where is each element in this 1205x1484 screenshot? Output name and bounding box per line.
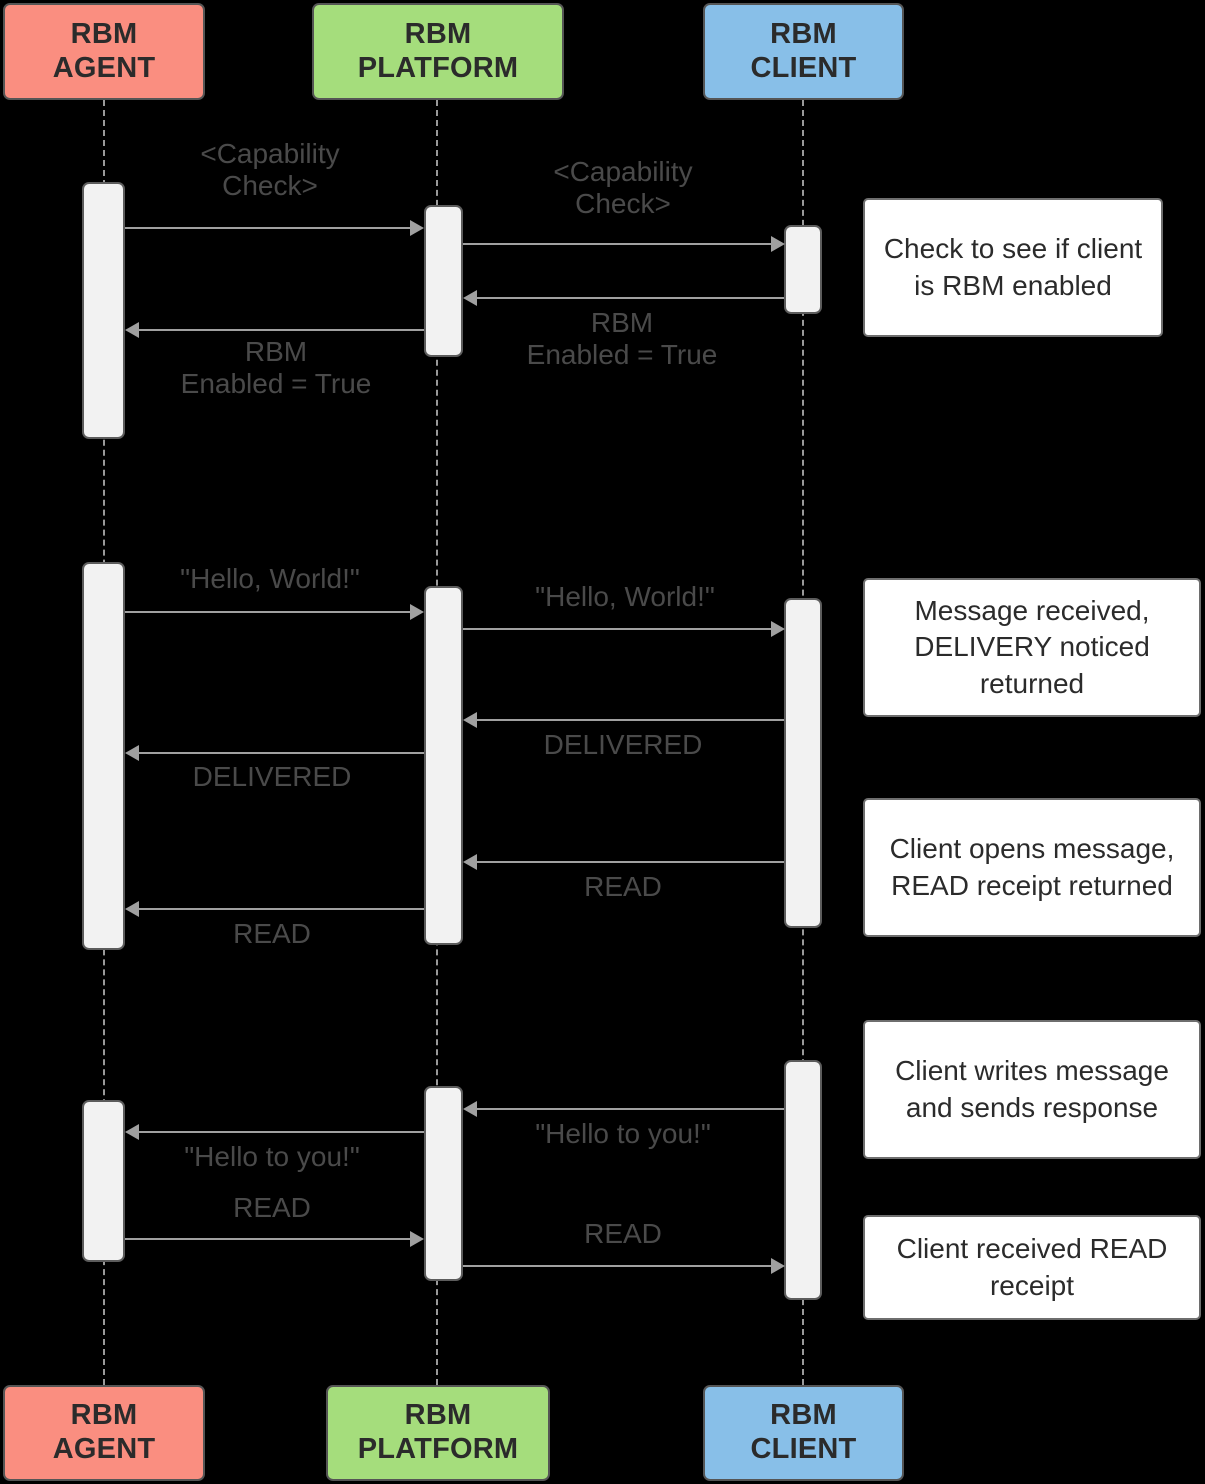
message-label-m6: "Hello, World!": [535, 581, 715, 612]
message-arrowhead-m5: [410, 604, 424, 620]
activation-client-1: [784, 225, 822, 314]
note-client-opens-message-read: Client opens message, READ receipt retur…: [863, 798, 1201, 937]
message-label-m8: DELIVERED: [192, 761, 352, 792]
message-line-m6: [463, 628, 773, 630]
actor-footer-agent-line2: AGENT: [52, 1433, 156, 1465]
activation-platform-3: [424, 1086, 463, 1281]
actor-header-agent-line1: RBM: [70, 17, 138, 50]
message-arrowhead-m13: [410, 1231, 424, 1247]
actor-header-client-line1: RBM: [770, 17, 837, 50]
message-label-m1: <Capability Check>: [200, 138, 340, 202]
actor-header-agent-line2: AGENT: [52, 51, 156, 84]
message-arrowhead-m2: [771, 236, 785, 252]
note-client-writes-message: Client writes message and sends response: [863, 1020, 1201, 1159]
message-arrowhead-m12: [125, 1124, 139, 1140]
actor-header-platform[interactable]: RBM PLATFORM: [312, 3, 564, 100]
message-line-m11: [477, 1108, 784, 1110]
message-label-m11: "Hello to you!": [535, 1118, 711, 1149]
message-label-m7: DELIVERED: [543, 729, 703, 760]
message-arrowhead-m7: [463, 712, 477, 728]
actor-header-platform-line1: RBM: [404, 17, 472, 50]
note-client-received-read-receipt: Client received READ receipt: [863, 1215, 1201, 1320]
message-line-m9: [477, 861, 784, 863]
message-label-m9: READ: [584, 871, 662, 902]
message-arrowhead-m3: [463, 290, 477, 306]
actor-footer-platform-line2: PLATFORM: [357, 1433, 519, 1465]
actor-footer-client[interactable]: RBM CLIENT: [703, 1385, 904, 1481]
message-arrowhead-m8: [125, 745, 139, 761]
message-label-m2: <Capability Check>: [553, 156, 693, 220]
actor-header-platform-line2: PLATFORM: [357, 51, 519, 84]
message-line-m7: [477, 719, 784, 721]
activation-client-2: [784, 598, 822, 928]
note-check-rbm-enabled: Check to see if client is RBM enabled: [863, 198, 1163, 337]
note-message-received-delivery: Message received, DELIVERY noticed retur…: [863, 578, 1201, 717]
actor-footer-client-line2: CLIENT: [750, 1433, 857, 1465]
activation-agent-1: [82, 182, 125, 439]
message-line-m12: [139, 1131, 424, 1133]
message-label-m10: READ: [233, 918, 311, 949]
message-line-m1: [125, 227, 411, 229]
message-arrowhead-m11: [463, 1101, 477, 1117]
message-arrowhead-m1: [410, 220, 424, 236]
message-line-m8: [139, 752, 424, 754]
message-label-m14: READ: [584, 1218, 662, 1249]
message-label-m12: "Hello to you!": [184, 1141, 360, 1172]
activation-agent-3: [82, 1100, 125, 1262]
message-label-m5: "Hello, World!": [180, 563, 360, 594]
message-label-m13: READ: [233, 1192, 311, 1223]
message-arrowhead-m4: [125, 322, 139, 338]
message-label-m4: RBM Enabled = True: [180, 336, 372, 400]
message-label-m3: RBM Enabled = True: [526, 307, 718, 371]
message-arrowhead-m14: [771, 1258, 785, 1274]
message-line-m2: [463, 243, 773, 245]
activation-platform-1: [424, 205, 463, 357]
message-arrowhead-m10: [125, 901, 139, 917]
message-arrowhead-m9: [463, 854, 477, 870]
message-line-m10: [139, 908, 424, 910]
actor-header-client-line2: CLIENT: [750, 51, 857, 84]
actor-footer-agent[interactable]: RBM AGENT: [3, 1385, 205, 1481]
message-arrowhead-m6: [771, 621, 785, 637]
message-line-m14: [463, 1265, 773, 1267]
message-line-m5: [125, 611, 411, 613]
actor-header-agent[interactable]: RBM AGENT: [3, 3, 205, 100]
actor-footer-platform-line1: RBM: [404, 1399, 472, 1432]
actor-footer-platform[interactable]: RBM PLATFORM: [326, 1385, 550, 1481]
actor-header-client[interactable]: RBM CLIENT: [703, 3, 904, 100]
actor-footer-client-line1: RBM: [770, 1399, 837, 1432]
activation-client-3: [784, 1060, 822, 1300]
message-line-m13: [125, 1238, 411, 1240]
activation-agent-2: [82, 562, 125, 950]
message-line-m3: [477, 297, 784, 299]
message-line-m4: [139, 329, 424, 331]
activation-platform-2: [424, 586, 463, 945]
actor-footer-agent-line1: RBM: [70, 1399, 138, 1432]
